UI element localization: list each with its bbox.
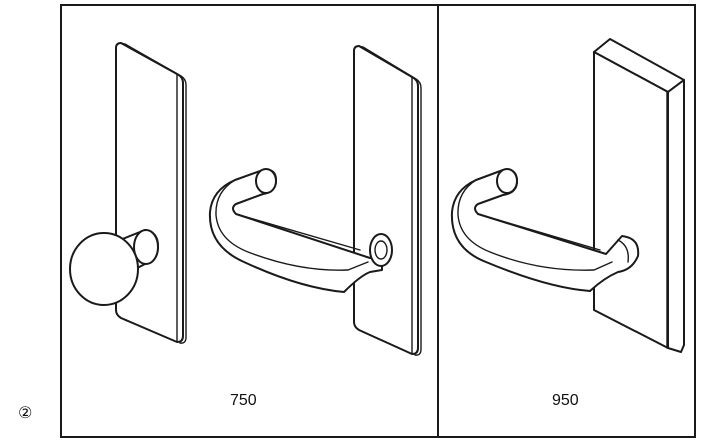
lever-handle-750: [208, 168, 393, 293]
lever-950-plate: [593, 38, 685, 353]
door-knob: [69, 229, 159, 306]
panel-label-750: 750: [230, 392, 257, 409]
outer-frame: [60, 4, 696, 438]
knob-trim-plate: [115, 42, 187, 344]
panel-950: 950: [450, 38, 685, 409]
figure-marker: ②: [18, 403, 32, 422]
lever-750-plate: [353, 45, 422, 356]
lever-handle-950: [450, 168, 640, 292]
panel-label-950: 950: [552, 392, 579, 409]
panel-750: 750: [69, 42, 422, 409]
